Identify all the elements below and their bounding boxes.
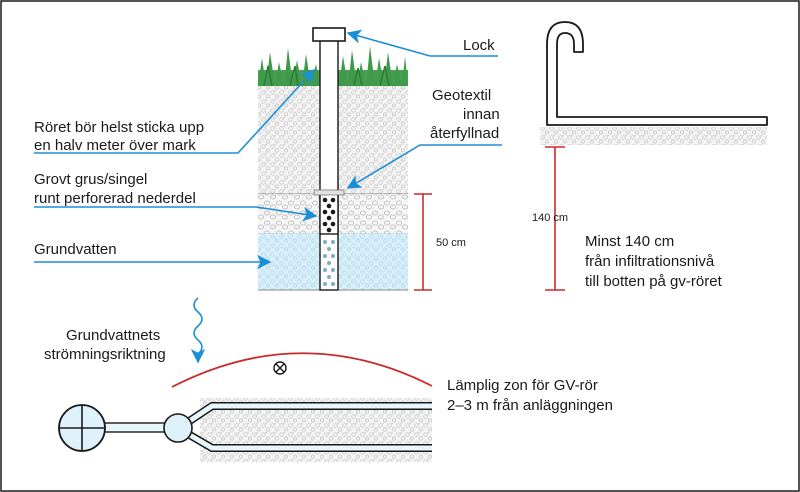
flow-label-line2: strömningsriktning bbox=[44, 346, 166, 363]
infiltration-pipe-icon bbox=[540, 21, 768, 145]
geotextile-arrow bbox=[346, 144, 502, 189]
min-depth-label-line2: från infiltrationsnivå bbox=[585, 253, 715, 270]
pipe-above-label-line2: en halv meter över mark bbox=[34, 137, 196, 154]
geotextile-label-line2: innan bbox=[463, 106, 500, 123]
pipe-cap bbox=[312, 27, 346, 42]
lock-label: Lock bbox=[463, 37, 495, 54]
dimension-140cm-label: 140 cm bbox=[532, 212, 568, 224]
perforation-holes bbox=[322, 197, 336, 233]
well-location-icon bbox=[273, 361, 287, 375]
dimension-50cm bbox=[414, 193, 432, 291]
flow-label-line1: Grundvattnets bbox=[66, 327, 160, 344]
lock-arrow bbox=[346, 29, 498, 57]
zone-label-line1: Lämplig zon för GV-rör bbox=[447, 377, 598, 394]
pipe-above-label-line1: Röret bör helst sticka upp bbox=[34, 119, 204, 136]
gravel-label-line2: runt perforerad nederdel bbox=[34, 190, 196, 207]
soil-section bbox=[258, 27, 408, 291]
infiltration-bed bbox=[185, 398, 432, 462]
min-depth-label-line3: till botten på gv-röret bbox=[585, 273, 723, 290]
geotextile-label-line1: Geotextil bbox=[432, 87, 491, 104]
vertical-pipe bbox=[319, 39, 339, 291]
geotextile-label-line3: återfyllnad bbox=[430, 125, 499, 142]
gravel-arrow bbox=[34, 206, 318, 222]
septic-tank-icon bbox=[58, 404, 106, 452]
dimension-50cm-label: 50 cm bbox=[436, 237, 466, 249]
dimension-140cm bbox=[545, 146, 565, 291]
distribution-well-icon bbox=[163, 413, 193, 443]
groundwater-label: Grundvatten bbox=[34, 241, 117, 258]
zone-label-line2: 2–3 m från anläggningen bbox=[447, 397, 613, 414]
pipe-above-arrow bbox=[34, 68, 315, 154]
geotextile-strip bbox=[313, 189, 345, 196]
flow-direction-arrow bbox=[190, 297, 206, 364]
suitable-zone-arc bbox=[171, 352, 433, 388]
min-depth-label-line1: Minst 140 cm bbox=[585, 233, 674, 250]
gravel-label-line1: Grovt grus/singel bbox=[34, 171, 147, 188]
